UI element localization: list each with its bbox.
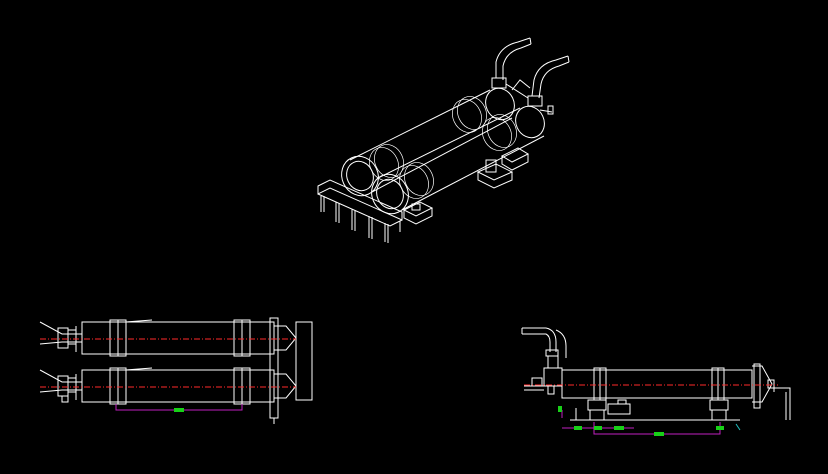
- iso-front-stand: [317, 179, 403, 243]
- plan-drum-bottom: [81, 367, 297, 405]
- elevation-discharge-stand: [767, 379, 791, 420]
- plan-feed-ends: [39, 321, 82, 403]
- plan-dimension: [115, 404, 243, 412]
- elevation-supports: [570, 399, 740, 421]
- elevation-dimensions: [558, 406, 741, 436]
- plan-view[interactable]: [39, 317, 313, 424]
- iso-drum-back: [341, 87, 515, 197]
- elevation-drum: [561, 363, 773, 409]
- plan-drum-top: [81, 319, 297, 357]
- iso-drum-front: [371, 105, 545, 215]
- elevation-feed-pipe: [521, 327, 567, 395]
- iso-support-pads: [402, 147, 530, 225]
- elevation-view[interactable]: [521, 327, 791, 436]
- iso-feed-pipes: [491, 37, 570, 115]
- plan-discharge-housing: [269, 317, 313, 424]
- isometric-view[interactable]: [317, 37, 570, 243]
